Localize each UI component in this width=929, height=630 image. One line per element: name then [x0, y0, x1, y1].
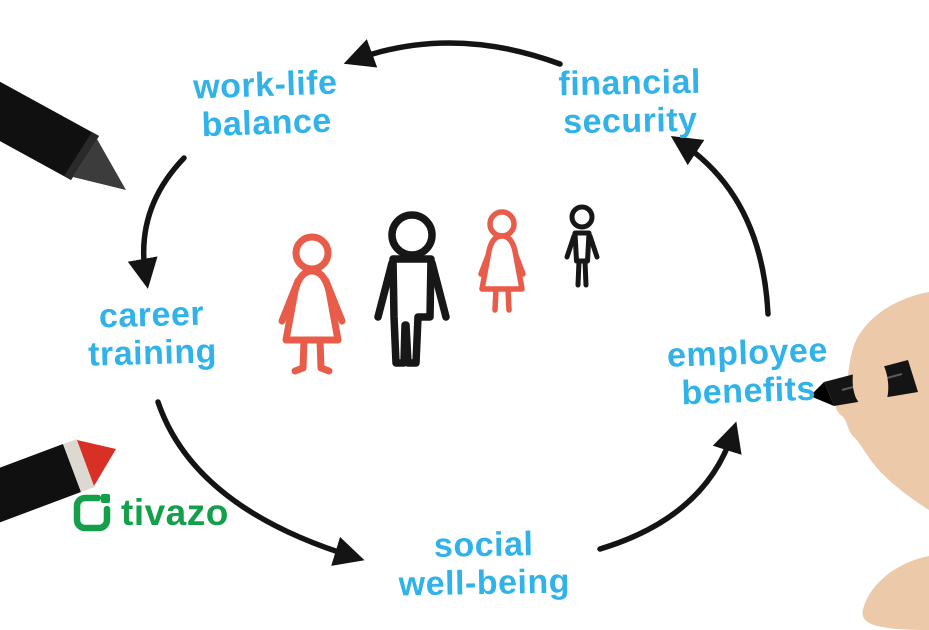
woman-figure-large-icon: [278, 233, 346, 375]
arrow-financial-to-worklife: [343, 39, 563, 68]
arm-bottom-right: [862, 556, 929, 630]
node-label-financial-security: financial security: [558, 63, 702, 141]
node-label-line: social: [433, 525, 534, 565]
arrow-benefits-to-financial: [670, 135, 771, 317]
node-label-line: work-life: [192, 63, 339, 107]
black-marker-top-left-icon: [0, 81, 126, 190]
node-label-employee-benefits: employee benefits: [666, 331, 829, 413]
arrow-worklife-to-career: [127, 155, 187, 289]
node-label-work-life-balance: work-life balance: [193, 64, 340, 145]
family-figures: [278, 204, 600, 375]
man-figure-large-icon: [374, 211, 450, 367]
tivazo-logo: tivazo: [72, 492, 229, 534]
node-label-line: training: [87, 332, 218, 374]
node-label-line: career: [98, 294, 205, 336]
node-label-line: balance: [200, 101, 333, 145]
node-label-line: financial: [558, 62, 702, 104]
node-label-line: benefits: [680, 369, 817, 413]
held-marker-icon: [824, 360, 918, 406]
node-label-line: security: [562, 100, 698, 142]
child-figure-small-icon: [564, 204, 600, 288]
node-label-line: well-being: [398, 562, 571, 604]
tivazo-logo-icon: [73, 494, 111, 532]
arrow-social-to-benefits: [597, 421, 742, 552]
node-label-social-well-being: social well-being: [398, 525, 571, 604]
node-label-career-training: career training: [87, 294, 218, 374]
node-label-line: employee: [666, 331, 829, 375]
woman-figure-small-icon: [478, 209, 526, 313]
tivazo-logo-text: tivazo: [121, 492, 229, 533]
